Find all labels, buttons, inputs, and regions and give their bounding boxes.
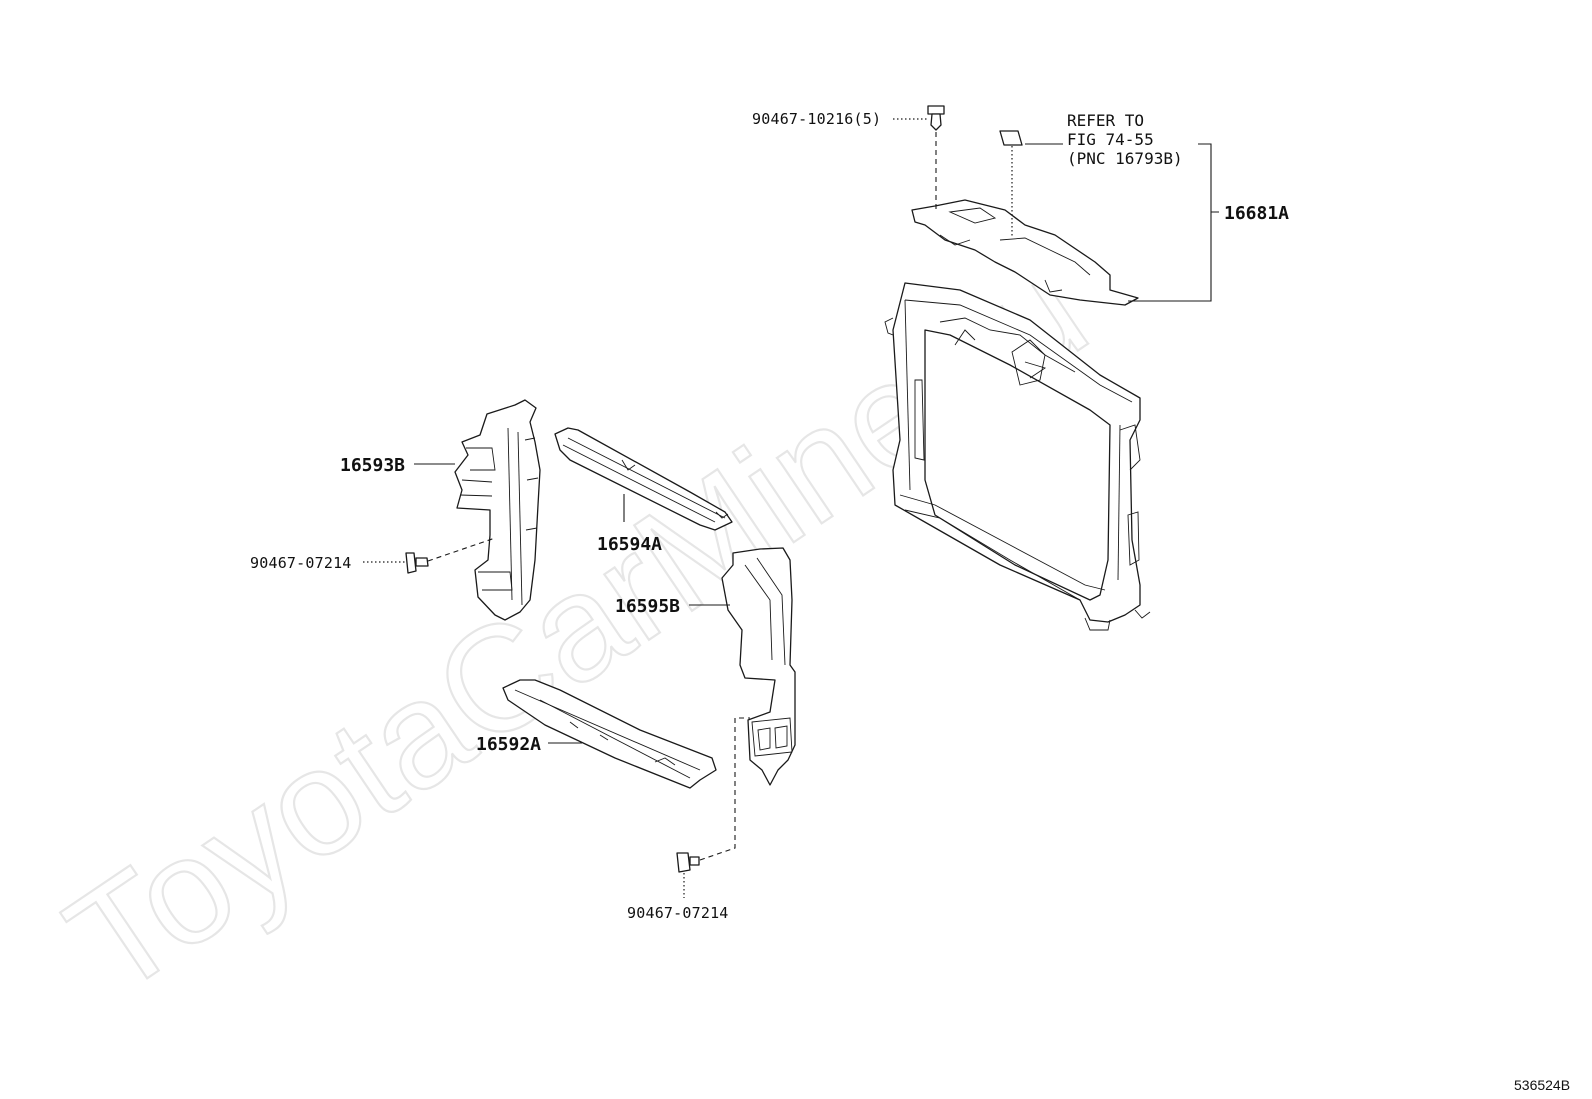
label-clip-top[interactable]: 90467-10216(5) <box>752 110 881 128</box>
side-seal-16595B-part[interactable] <box>721 547 796 786</box>
clip-icon-left[interactable] <box>405 552 429 574</box>
label-16592A[interactable]: 16592A <box>476 734 541 755</box>
label-16681A[interactable]: 16681A <box>1224 203 1289 224</box>
diagram-code: 536524B <box>1514 1077 1570 1093</box>
label-clip-left[interactable]: 90467-07214 <box>250 554 352 572</box>
lower-seal-16592A-part[interactable] <box>502 679 717 789</box>
leader-16681A <box>1128 143 1219 302</box>
refer-note-line3: (PNC 16793B) <box>1067 149 1183 168</box>
refer-note-line1: REFER TO <box>1067 111 1144 130</box>
radiator-support-part[interactable] <box>884 282 1151 631</box>
label-16593B[interactable]: 16593B <box>340 455 405 476</box>
refer-note-line2: FIG 74-55 <box>1067 130 1154 149</box>
label-16595B[interactable]: 16595B <box>615 596 680 617</box>
refer-note: REFER TO FIG 74-55 (PNC 16793B) <box>1067 111 1183 168</box>
label-tag-icon <box>999 130 1023 146</box>
clip-left-dash <box>427 537 496 562</box>
side-seal-16593B-part[interactable] <box>454 399 541 621</box>
label-clip-bottom[interactable]: 90467-07214 <box>627 904 729 922</box>
clip-icon-top[interactable] <box>927 105 945 131</box>
label-16594A[interactable]: 16594A <box>597 534 662 555</box>
clip-bottom-dash <box>699 717 750 861</box>
clip-icon-bottom[interactable] <box>676 852 700 873</box>
upper-seal-16594A-part[interactable] <box>554 427 733 531</box>
